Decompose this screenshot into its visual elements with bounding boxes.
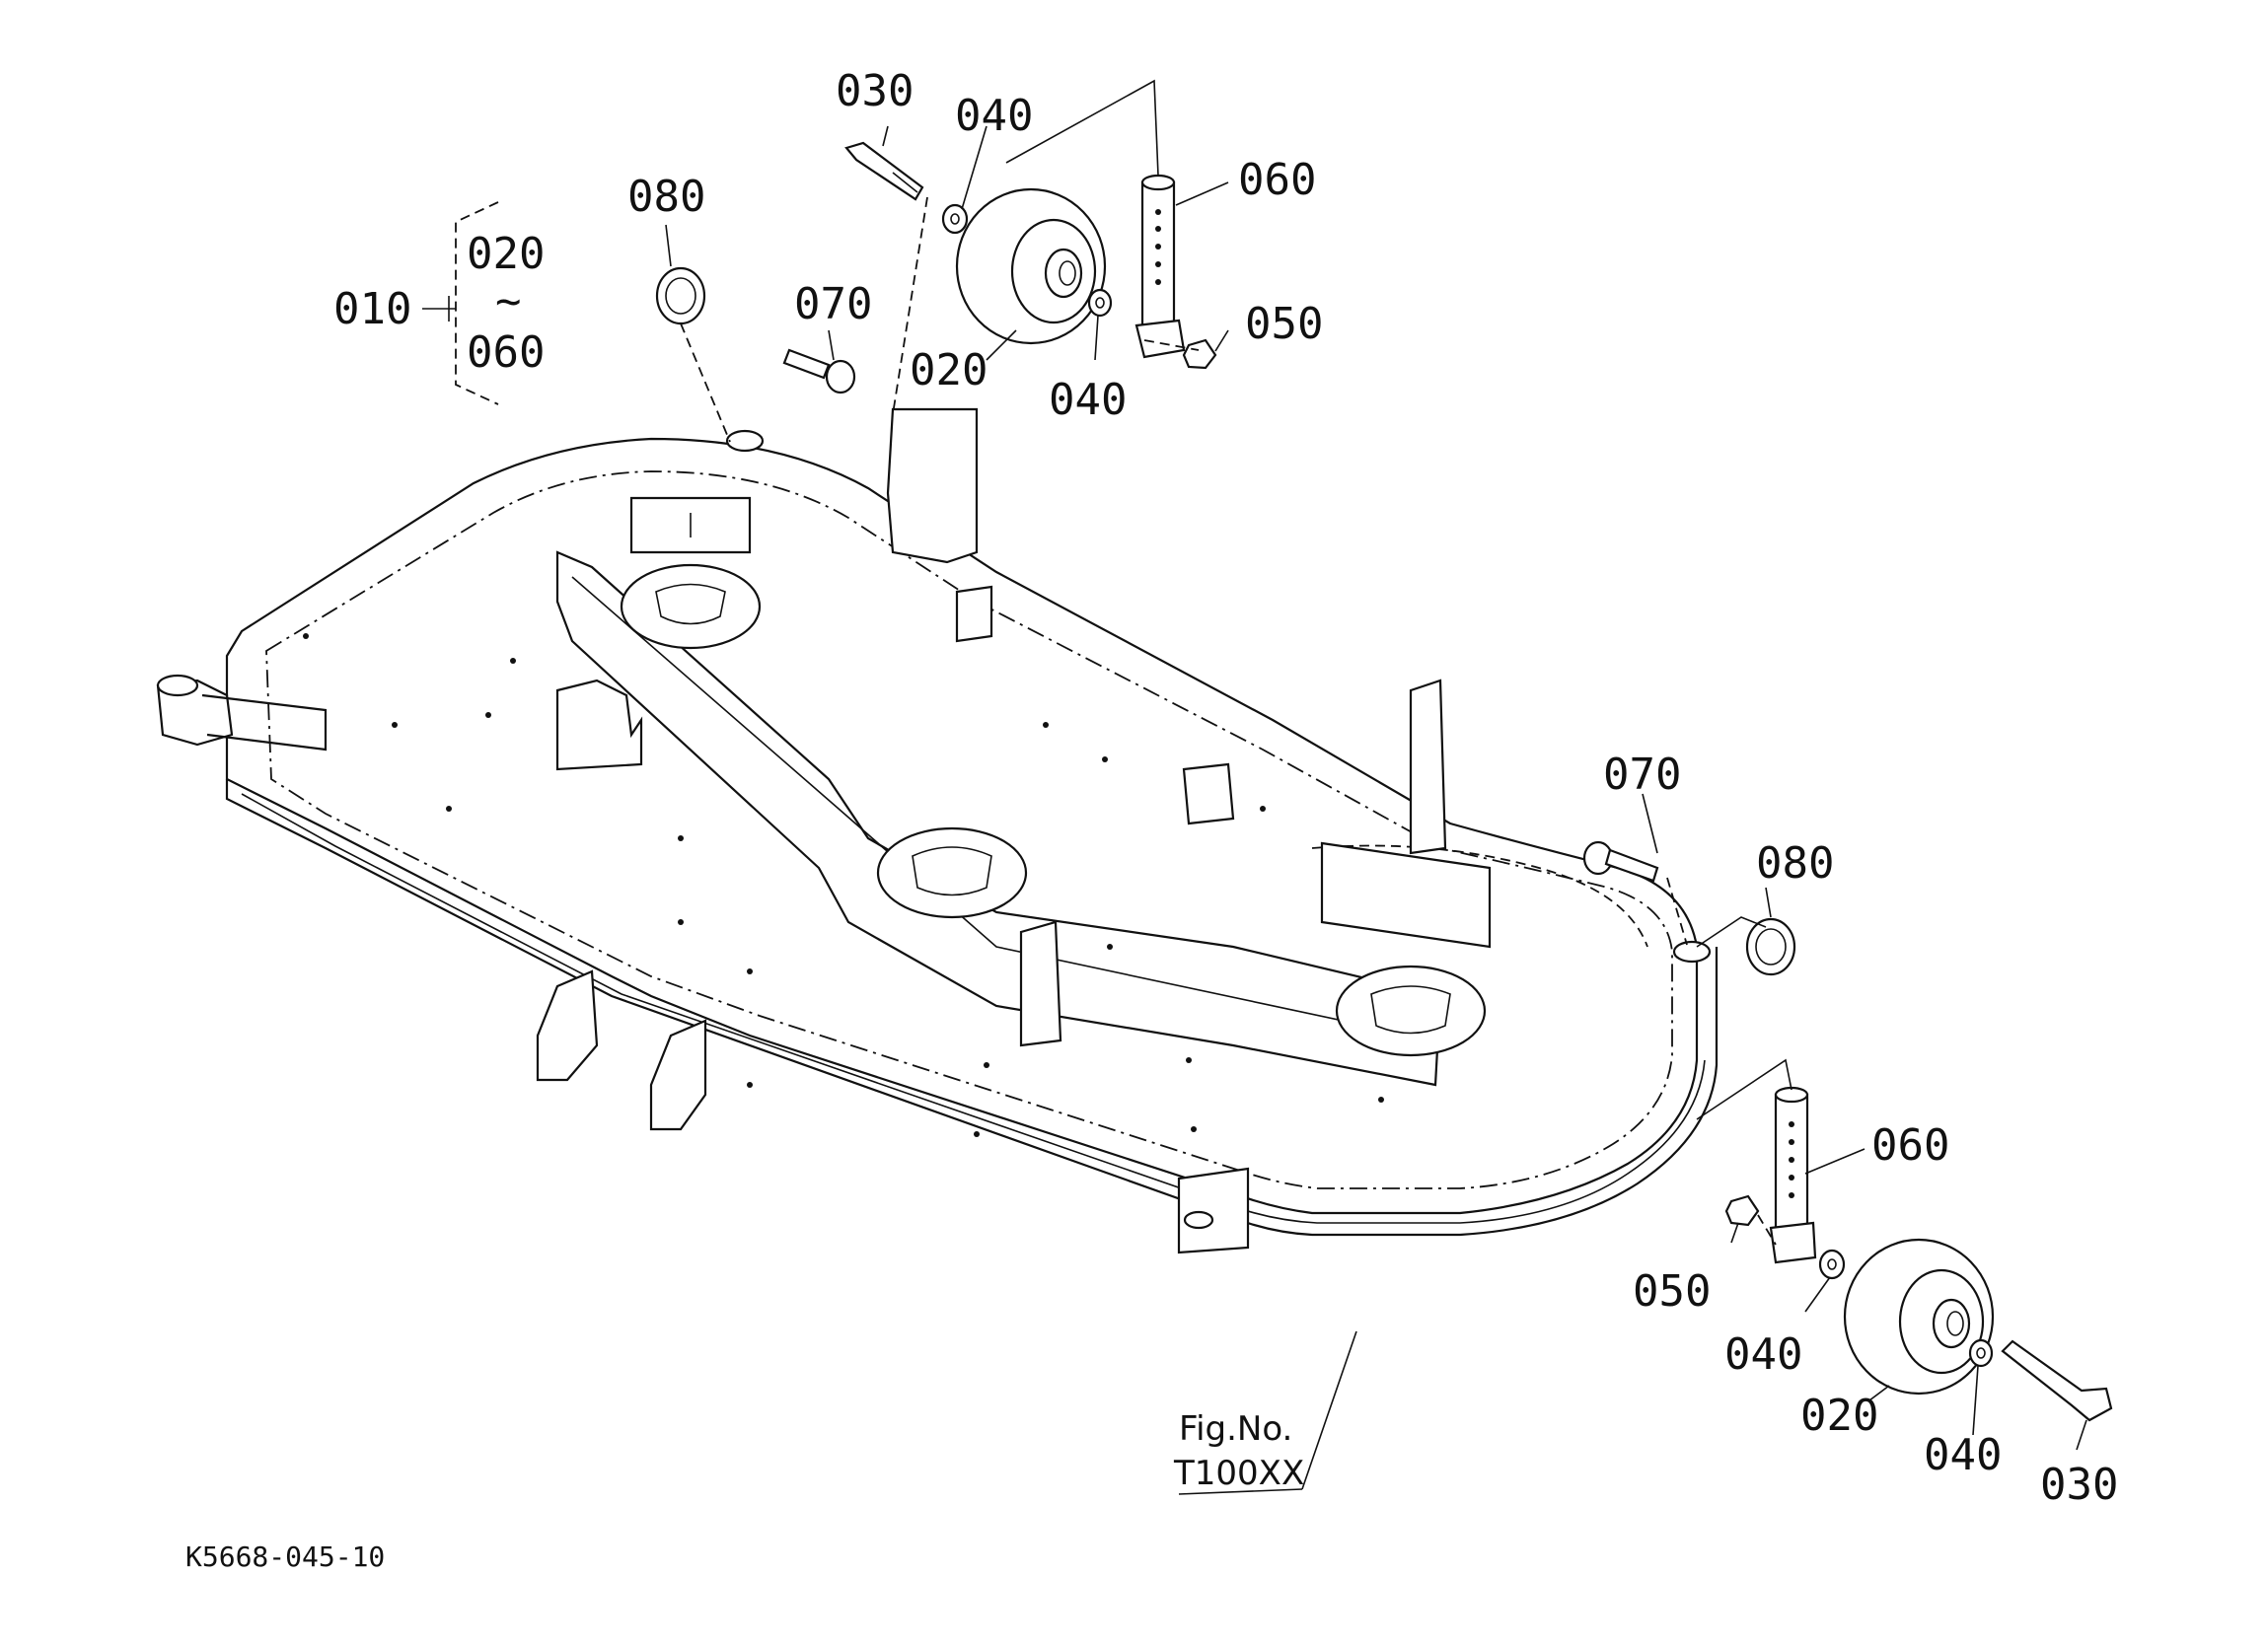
figure-note-line1: Fig.No. [1179, 1409, 1292, 1449]
washer-040-top-upper [941, 203, 969, 235]
assembly-parent-number: 010 [333, 284, 411, 334]
washer-040-right-lower [1968, 1338, 1994, 1368]
figure-note: Fig.No. T100XX [1173, 1409, 1304, 1493]
callout-020-top: 020 [910, 345, 988, 395]
assembly-range-end: 060 [467, 327, 545, 378]
callout-040-top-lower: 040 [1049, 375, 1127, 425]
nut-050-top [1182, 338, 1217, 370]
mower-deck [156, 407, 1719, 1254]
pin-070-top [782, 348, 856, 394]
collar-080-top [655, 266, 706, 325]
callout-060-top: 060 [1238, 155, 1316, 205]
figure-note-leader [1301, 1330, 1357, 1490]
callout-050-top: 050 [1245, 299, 1323, 349]
assembly-range-separator: ~ [495, 276, 522, 326]
axle-pin-060-top [1134, 174, 1186, 359]
washer-040-top-lower [1087, 288, 1113, 318]
bolt-030-top [844, 141, 924, 201]
assembly-group-labels: 010 020 ~ 060 [333, 229, 545, 378]
callout-030-top: 030 [836, 66, 914, 116]
callout-070-top: 070 [794, 279, 872, 329]
callout-050-right: 050 [1633, 1266, 1711, 1317]
callout-060-right: 060 [1871, 1120, 1949, 1171]
collar-080-right [1745, 917, 1796, 976]
top-gauge-wheel-assembly [655, 79, 1229, 443]
washer-040-right-upper [1818, 1249, 1846, 1280]
drawing-number: K5668-045-10 [185, 1540, 385, 1573]
callout-020-right: 020 [1800, 1391, 1878, 1441]
axle-pin-060-right [1769, 1086, 1817, 1264]
callout-040-right-upper: 040 [1724, 1329, 1802, 1380]
callout-080-right: 080 [1756, 838, 1834, 889]
pin-070-right [1582, 840, 1659, 883]
assembly-group-bracket [422, 201, 499, 405]
callout-040-top-upper: 040 [955, 91, 1033, 141]
callout-labels: 030 040 080 070 060 050 020 040 070 080 … [627, 66, 2118, 1510]
callout-080-top: 080 [627, 172, 705, 222]
callout-030-right: 030 [2040, 1460, 2118, 1510]
callout-070-right: 070 [1603, 750, 1681, 800]
nut-050-right [1724, 1194, 1760, 1227]
assembly-range-start: 020 [467, 229, 545, 279]
right-gauge-wheel-assembly [1582, 793, 2113, 1451]
callout-040-right-lower: 040 [1924, 1430, 2002, 1480]
wheel-020-top [955, 187, 1107, 345]
wheel-020-right [1843, 1238, 1995, 1396]
figure-note-line2: T100XX [1173, 1454, 1304, 1493]
bolt-030-right [2001, 1339, 2113, 1422]
